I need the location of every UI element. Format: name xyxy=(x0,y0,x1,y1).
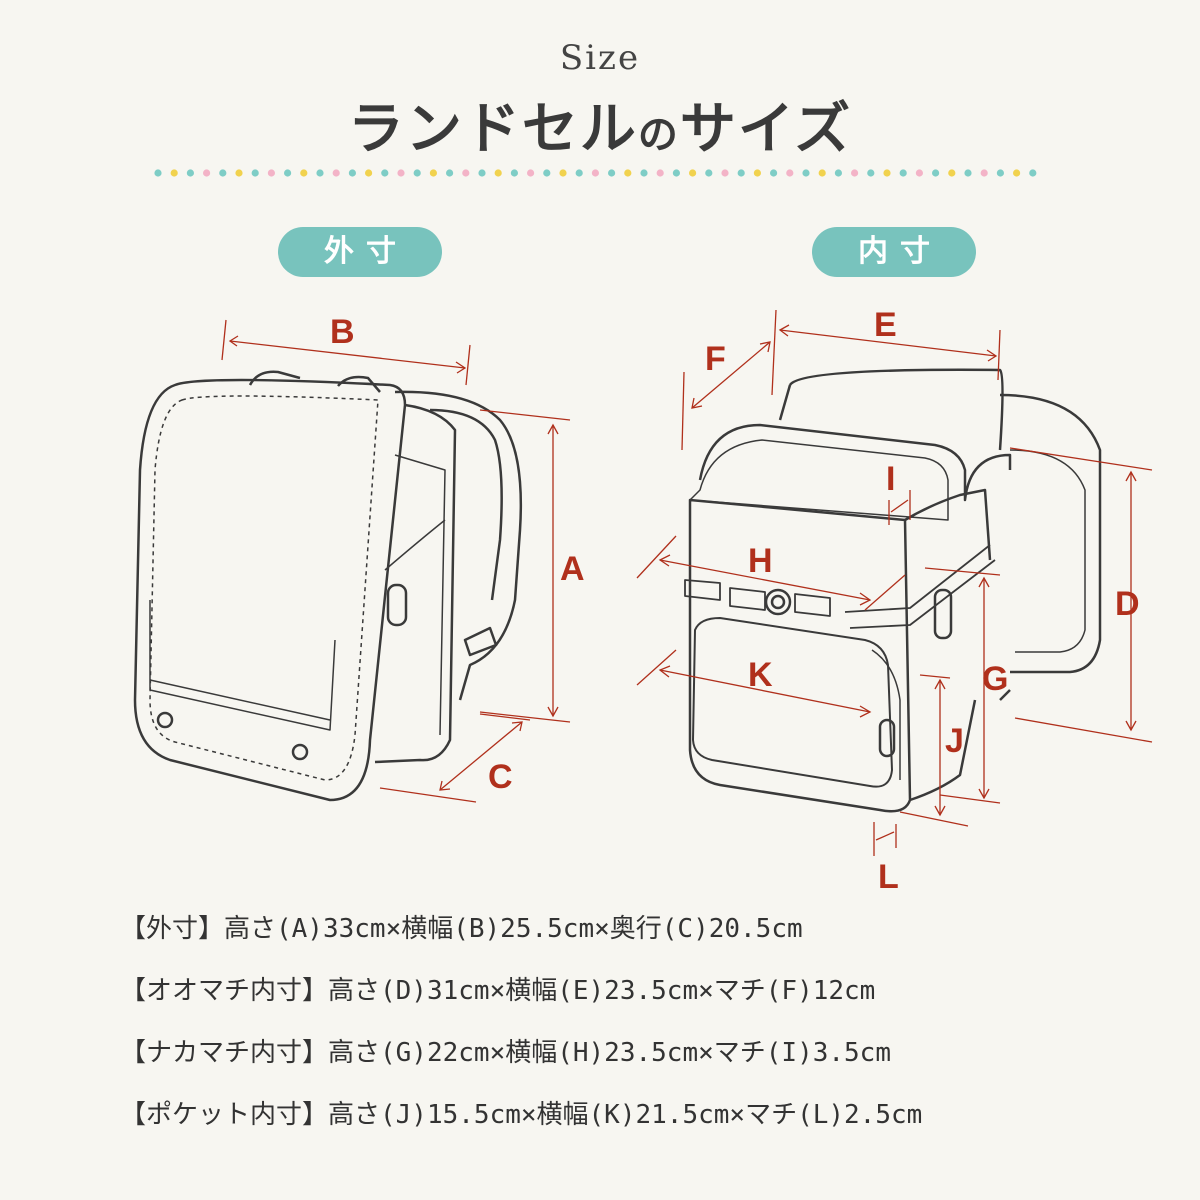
divider-dot xyxy=(640,169,648,177)
dim-label-b: B xyxy=(330,313,355,351)
divider-dot xyxy=(786,169,794,177)
divider-dot xyxy=(348,169,356,177)
divider-dot xyxy=(267,169,275,177)
divider-dot xyxy=(170,169,178,177)
dim-label-h: H xyxy=(748,542,773,580)
spec-list: 【外寸】高さ(A)33cm×横幅(B)25.5cm×奥行(C)20.5cm 【オ… xyxy=(120,900,1180,1148)
divider-dot xyxy=(429,169,437,177)
dim-label-k: K xyxy=(748,656,773,694)
divider-dot xyxy=(559,169,567,177)
divider-dot xyxy=(818,169,826,177)
divider-dot xyxy=(446,169,454,177)
divider-dot xyxy=(851,169,859,177)
dim-label-i: I xyxy=(886,460,895,498)
divider-dot xyxy=(672,169,681,177)
divider-dot xyxy=(737,169,745,177)
divider-dot xyxy=(154,169,162,177)
divider-dot xyxy=(802,169,810,177)
divider-dot xyxy=(656,169,664,177)
divider-dot xyxy=(591,169,599,177)
spec-outer: 【外寸】高さ(A)33cm×横幅(B)25.5cm×奥行(C)20.5cm xyxy=(120,914,803,944)
divider-dot xyxy=(899,169,907,177)
divider-dot xyxy=(932,169,940,177)
divider-dot xyxy=(332,169,340,177)
title-part-2: の xyxy=(637,111,680,158)
dim-label-a: A xyxy=(560,550,585,588)
divider-dot xyxy=(575,169,583,177)
divider-dot xyxy=(235,169,243,177)
dim-label-f: F xyxy=(705,340,726,378)
dim-label-d: D xyxy=(1115,585,1140,623)
divider-dot xyxy=(689,169,697,177)
divider-dot xyxy=(186,169,194,177)
divider-dot xyxy=(1029,169,1037,177)
divider-dot xyxy=(462,169,470,177)
title-part-1: ランドセル xyxy=(347,96,638,162)
divider-dot xyxy=(753,169,762,177)
randoseru-illustration: B A C E F D I H G K J L xyxy=(133,306,1153,890)
divider-dot xyxy=(494,169,502,177)
dim-label-l: L xyxy=(878,858,899,890)
divider-dot xyxy=(867,169,875,177)
divider-dot xyxy=(510,169,518,177)
divider-dot xyxy=(948,169,956,177)
divider-dot xyxy=(300,169,308,177)
page-subtitle: Size xyxy=(559,38,641,78)
divider-dot xyxy=(478,169,486,177)
title-part-3: サイズ xyxy=(679,96,853,162)
dim-label-e: E xyxy=(874,306,897,344)
spec-oomachi: 【オオマチ内寸】高さ(D)31cm×横幅(E)23.5cm×マチ(F)12cm xyxy=(120,976,876,1006)
divider-dot xyxy=(980,169,988,177)
divider-dot xyxy=(316,169,324,177)
divider-dot xyxy=(915,169,924,177)
divider-dot xyxy=(883,169,891,177)
divider-dot xyxy=(365,169,373,177)
outer-size-badge: 外寸 xyxy=(278,227,442,277)
spec-pocket: 【ポケット内寸】高さ(J)15.5cm×横幅(K)21.5cm×マチ(L)2.5… xyxy=(120,1100,923,1130)
divider-dot xyxy=(1013,169,1021,177)
divider-dot xyxy=(608,169,616,177)
divider-dot xyxy=(624,169,632,177)
divider-dot xyxy=(284,169,292,177)
spec-nakamachi: 【ナカマチ内寸】高さ(G)22cm×横幅(H)23.5cm×マチ(I)3.5cm xyxy=(120,1038,891,1068)
divider-dot xyxy=(203,169,211,177)
page-title: ランドセルのサイズ xyxy=(0,84,1200,165)
dim-label-c: C xyxy=(488,758,513,796)
divider-dot xyxy=(397,169,405,177)
divider-dot xyxy=(964,169,972,177)
divider-dot xyxy=(770,169,778,177)
dim-label-g: G xyxy=(982,660,1008,698)
divider-dot xyxy=(721,169,729,177)
dim-label-j: J xyxy=(945,722,964,760)
outer-bag-drawing xyxy=(133,370,523,802)
divider-dot xyxy=(705,169,713,177)
divider-dot xyxy=(996,169,1005,177)
divider-dot xyxy=(413,169,421,177)
divider-dot xyxy=(219,169,227,177)
dotted-divider xyxy=(154,169,1037,177)
divider-dot xyxy=(527,169,535,177)
inner-bag-drawing xyxy=(684,368,1102,813)
inner-size-badge: 内寸 xyxy=(812,227,976,277)
divider-dot xyxy=(251,169,259,177)
divider-dot xyxy=(543,169,551,177)
divider-dot xyxy=(834,169,843,177)
divider-dot xyxy=(381,169,389,177)
